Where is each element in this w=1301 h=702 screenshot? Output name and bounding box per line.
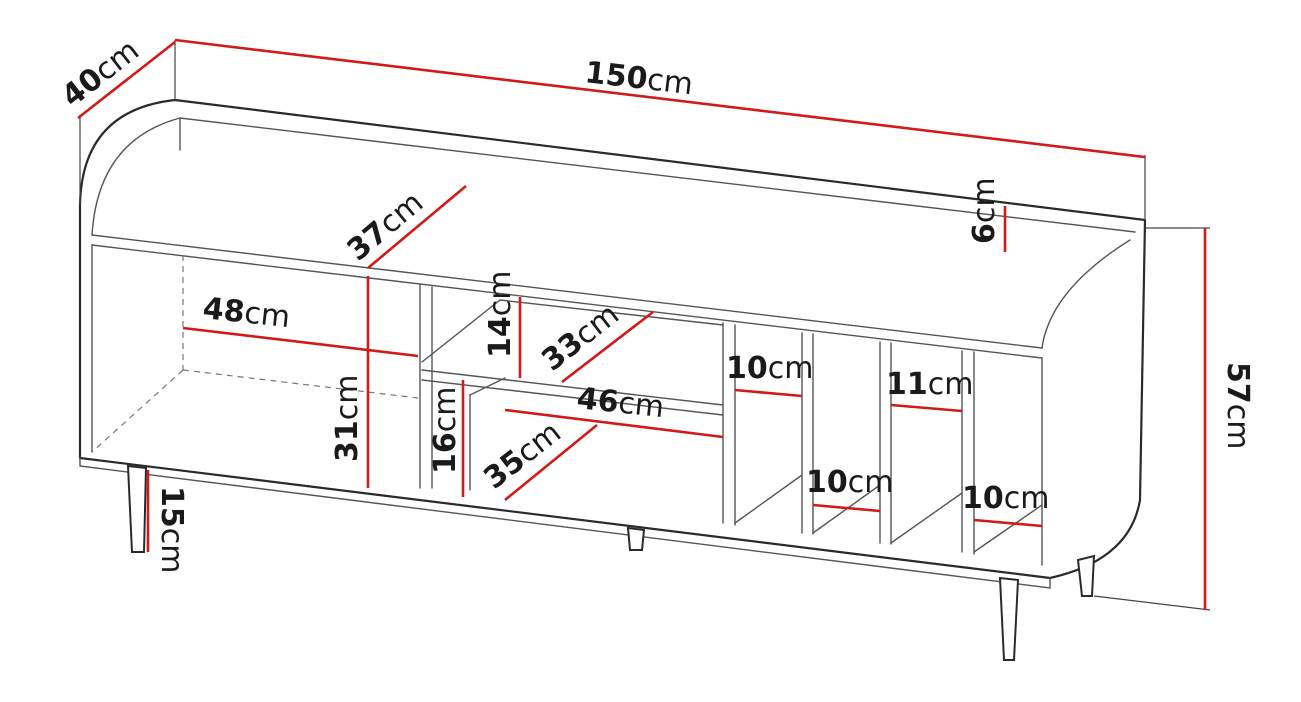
label-slot-3: 11cm: [886, 367, 973, 402]
dim-line-lower-width: [504, 408, 724, 439]
dim-line-upper-depth: [561, 310, 654, 384]
label-left-width: 48cm: [201, 291, 292, 335]
label-shelf-lower-height: 16cm: [428, 387, 463, 474]
dimension-labels: 150cm 40cm 57cm 15cm 6cm 37cm 48cm 31cm …: [55, 33, 1255, 574]
label-left-height: 31cm: [330, 375, 365, 462]
label-slot-4: 10cm: [962, 481, 1049, 516]
dim-line-left-depth: [367, 185, 467, 269]
label-top-rim: 6cm: [967, 177, 1002, 244]
label-height: 57cm: [1220, 362, 1255, 449]
dimension-lines: [77, 38, 1207, 610]
dim-line-slot-1: [734, 388, 803, 398]
dim-line-depth: [77, 40, 176, 120]
label-leg-height: 15cm: [154, 486, 189, 573]
dim-line-width: [174, 38, 1146, 159]
dim-line-slot-4: [973, 518, 1043, 528]
label-shelf-lower-width: 46cm: [575, 381, 666, 425]
dim-line-slot-2: [812, 503, 881, 513]
cabinet-legs: [126, 464, 1096, 661]
label-slot-1: 10cm: [726, 351, 813, 386]
label-slot-2: 10cm: [806, 465, 893, 500]
label-width: 150cm: [583, 55, 695, 102]
extension-lines: [79, 40, 1211, 611]
label-shelf-upper-height: 14cm: [483, 271, 518, 358]
dim-line-slot-3: [890, 403, 963, 413]
dim-line-left-width: [182, 326, 419, 358]
dim-line-lower-depth: [504, 423, 598, 502]
label-depth: 40cm: [55, 33, 145, 114]
